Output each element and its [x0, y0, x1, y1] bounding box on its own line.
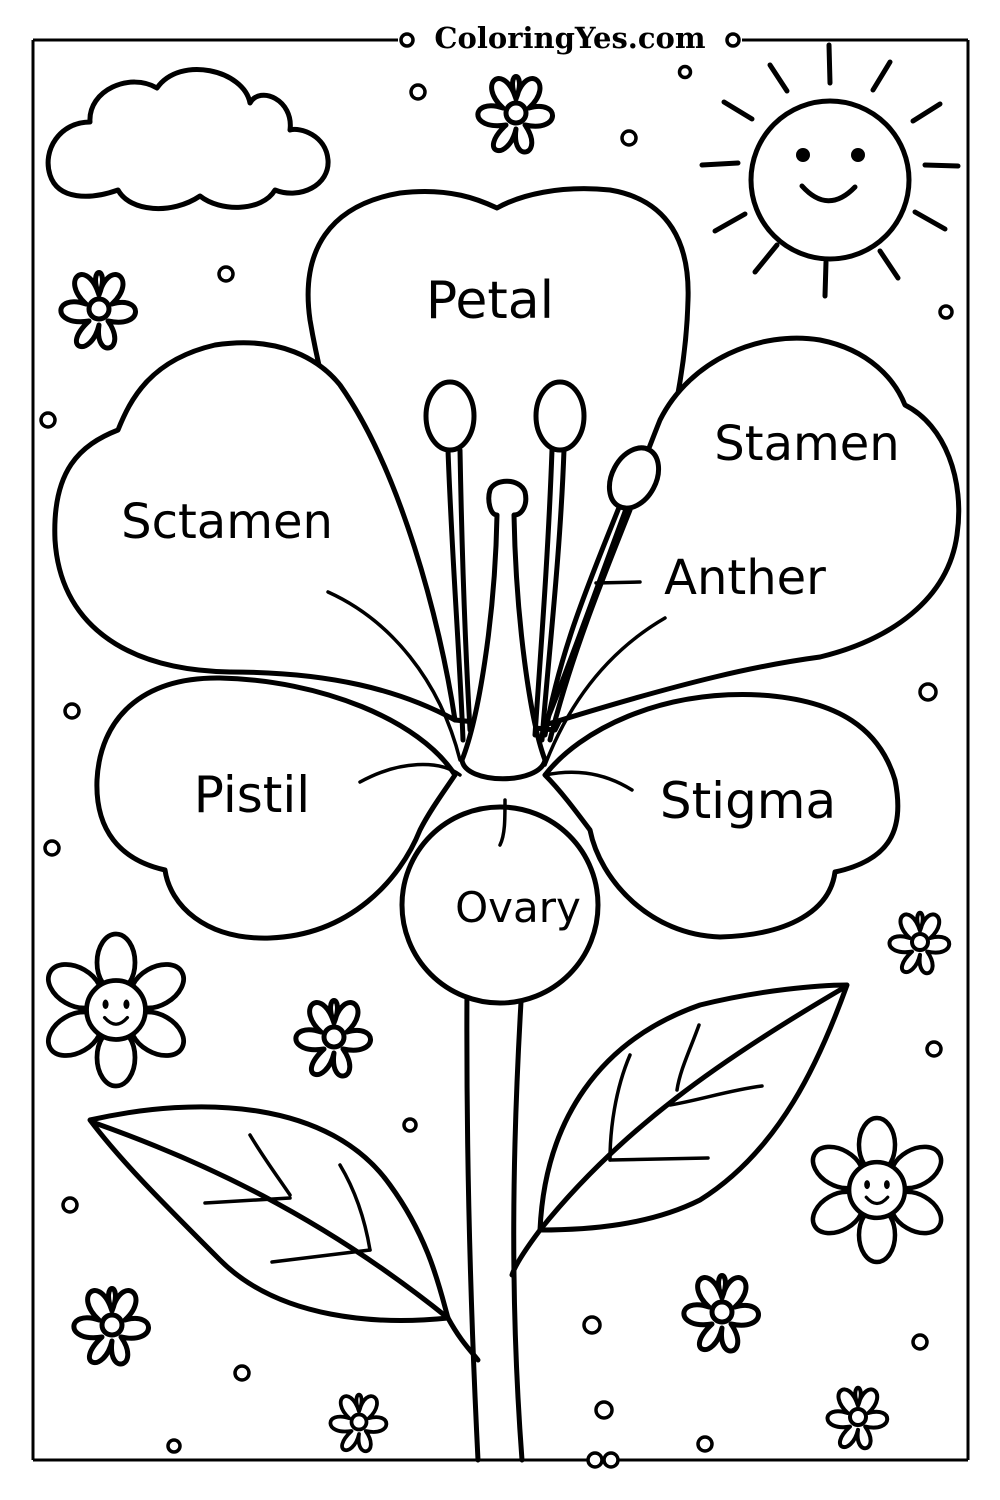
right-leaf	[509, 982, 850, 1278]
pistil	[459, 478, 548, 782]
label-stigma: Stigma	[660, 772, 836, 830]
label-anther: Anther	[664, 550, 826, 606]
label-petal: Petal	[426, 271, 554, 331]
ovary	[399, 804, 601, 1006]
flower-icon	[328, 1392, 389, 1454]
page-frame	[31, 32, 970, 1469]
petal-left-upper	[52, 340, 458, 723]
label-sctamen: Sctamen	[121, 494, 333, 550]
stem	[464, 982, 525, 1463]
background-dots	[39, 64, 954, 1454]
stamen-right	[542, 445, 662, 743]
stamen-middle	[532, 379, 587, 743]
stamen-left	[423, 379, 477, 743]
flower-icon	[296, 1001, 371, 1077]
smiling-sun-icon	[699, 42, 961, 299]
left-leaf	[87, 1104, 481, 1363]
anther-pointer	[594, 580, 642, 585]
flower-icon	[61, 273, 136, 349]
petal-right-lower	[542, 692, 901, 940]
flower-icon	[889, 913, 949, 973]
label-stamen: Stamen	[714, 416, 899, 472]
flower-icon	[478, 77, 553, 153]
cloud-icon	[45, 67, 331, 212]
flower-icon	[74, 1289, 149, 1365]
petal-left-lower	[94, 675, 458, 941]
brand-title: ColoringYes.com	[434, 21, 705, 55]
flower-icon	[684, 1276, 759, 1352]
smiling-flower-icon	[41, 934, 192, 1086]
smiling-flower-icon	[806, 1118, 949, 1262]
label-ovary: Ovary	[455, 883, 581, 932]
flower-icon	[827, 1388, 887, 1448]
label-pistil: Pistil	[194, 766, 310, 824]
petal-veins	[326, 590, 667, 847]
